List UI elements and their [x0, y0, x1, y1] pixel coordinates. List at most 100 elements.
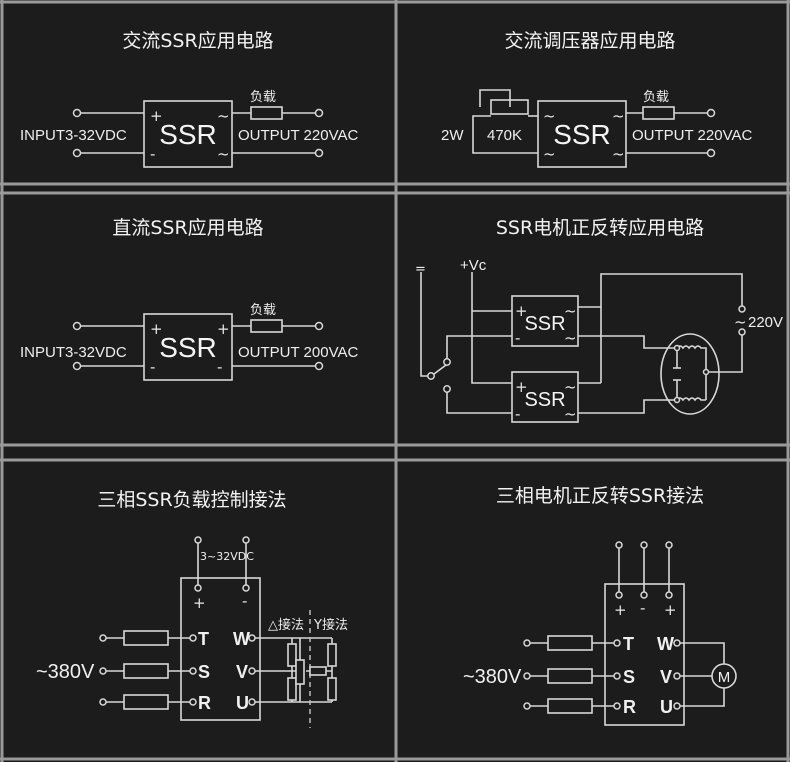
pot-label: 470K [487, 127, 522, 144]
ssr-block [143, 313, 233, 381]
load-resistor [642, 106, 675, 120]
output-terminal [314, 361, 324, 371]
ac-voltage-label: 220V [748, 314, 783, 331]
pin-ac: ~ [543, 145, 556, 163]
ac-symbol: ~ [734, 313, 747, 331]
pin-minus: - [515, 329, 520, 347]
motor-label: M [718, 669, 731, 686]
delta-load [287, 638, 305, 702]
switch-common [427, 372, 435, 380]
potentiometer [490, 99, 529, 115]
pin-plus: + [193, 594, 206, 612]
supply-label: 3~32VDC [200, 550, 254, 563]
control-terminal [194, 536, 202, 544]
wye-label: Y接法 [313, 617, 348, 633]
pin-plus: + [515, 378, 528, 396]
panel-dc-ssr: 直流SSR应用电路 SSR + - + - 负载 INPUT3-32VDC OU… [20, 217, 358, 381]
input-label: INPUT3-32VDC [20, 344, 127, 361]
output-terminal [314, 148, 324, 158]
panel-title: 三相SSR负载控制接法 [97, 489, 286, 511]
phase-inputs: T S R [523, 634, 636, 717]
ssr-module [604, 583, 685, 726]
pin-u: U [236, 693, 249, 713]
pin-s: S [198, 662, 210, 682]
pin-t: T [198, 629, 209, 649]
pin-plus: + [217, 320, 230, 338]
pin-ac: ~ [543, 107, 556, 125]
panel-ac-ssr: 交流SSR应用电路 SSR + - ~ ~ 负载 INPUT3-32VDC OU… [20, 30, 358, 168]
power-label: 2W [441, 127, 464, 144]
pin-minus: - [515, 405, 520, 423]
panel-three-phase-load: 三相SSR负载控制接法 3~32VDC + - T S R ~3 [36, 489, 348, 728]
pin-ac: ~ [217, 145, 230, 163]
ssr-block [143, 100, 233, 168]
input-terminal [72, 321, 82, 331]
ssr-block-lower [511, 371, 579, 423]
output-terminal [314, 321, 324, 331]
panel-title: SSR电机正反转应用电路 [496, 217, 704, 239]
ssr-block [537, 100, 627, 168]
ssr-label: SSR [553, 119, 611, 150]
pin-plus: + [150, 320, 163, 338]
pin-ac: ~ [612, 145, 625, 163]
pin-v: V [660, 667, 672, 687]
pin-w: W [233, 629, 250, 649]
pin-minus: - [242, 592, 247, 610]
ssr-label: SSR [524, 313, 565, 335]
pin-ac: ~ [564, 302, 577, 320]
motor-symbol [711, 663, 737, 689]
wye-load [306, 638, 337, 702]
pin-s: S [623, 667, 635, 687]
output-terminal [706, 148, 716, 158]
ssr-module [180, 577, 261, 721]
pin-w: W [657, 634, 674, 654]
pin-minus: - [640, 599, 645, 617]
fuse [547, 698, 593, 714]
ac-terminal [738, 305, 746, 313]
vc-label: +Vc [460, 257, 487, 274]
switch-contact [443, 385, 451, 393]
pin-plus: + [614, 601, 627, 619]
pin-ac: ~ [612, 107, 625, 125]
fuse [123, 630, 169, 646]
pin-ac: ~ [564, 405, 577, 423]
output-terminal [706, 108, 716, 118]
motor-winding [676, 345, 707, 400]
pin-t: T [623, 634, 634, 654]
load-label: 负载 [250, 303, 276, 318]
ssr-label: SSR [524, 389, 565, 411]
pin-plus: + [515, 302, 528, 320]
load-label: 负载 [250, 90, 276, 105]
output-label: OUTPUT 200VAC [238, 344, 358, 361]
panel-title: 三相电机正反转SSR接法 [496, 485, 704, 507]
output-label: OUTPUT 220VAC [238, 127, 358, 144]
pin-r: R [198, 693, 211, 713]
panel-motor-reverse: SSR电机正反转应用电路 = +Vc SSR + - ~ ~ SSR + - ~… [415, 217, 783, 423]
ssr-label: SSR [159, 119, 217, 150]
panel-title: 交流调压器应用电路 [504, 30, 675, 52]
fuse [123, 694, 169, 710]
pin-minus: - [150, 145, 155, 163]
panel-title: 直流SSR应用电路 [112, 217, 263, 239]
phase-inputs: T S R [99, 629, 211, 713]
ground-label: = [415, 262, 426, 277]
panel-ac-regulator: 交流调压器应用电路 SSR ~ ~ ~ ~ 负载 2W 470K OUTPUT … [441, 30, 752, 168]
output-label: OUTPUT 220VAC [632, 127, 752, 144]
motor-winding [676, 397, 706, 402]
fuse [547, 668, 593, 684]
load-resistor [250, 319, 283, 333]
pin-plus: + [664, 601, 677, 619]
control-terminal [242, 536, 250, 544]
fuse [123, 663, 169, 679]
delta-label: △接法 [268, 617, 304, 633]
pin-ac: ~ [564, 329, 577, 347]
pin-r: R [623, 697, 636, 717]
mains-label: ~380V [463, 666, 522, 688]
pin-u: U [660, 697, 673, 717]
input-terminal [72, 108, 82, 118]
output-terminal [314, 108, 324, 118]
pin-minus: - [217, 358, 222, 376]
fuse [547, 635, 593, 651]
